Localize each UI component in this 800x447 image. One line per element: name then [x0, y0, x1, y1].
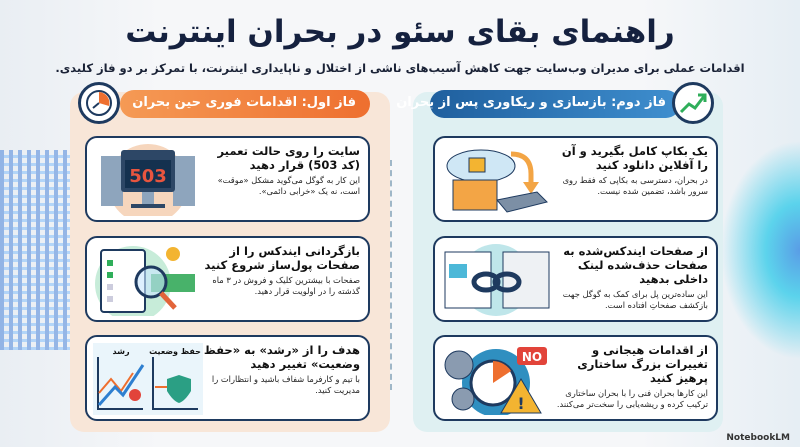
phase1-card-maintenance: 503 سایت را روی حالت تعمیر (کد 503) قرار…	[85, 136, 370, 222]
subtitle: اقدامات عملی برای مدیران وب‌سایت جهت کاه…	[55, 61, 745, 75]
watermark: NotebookLM	[726, 433, 790, 443]
card-description: این کار به گوگل می‌گوید مشکل «موقت» است،…	[217, 175, 360, 196]
phase2-header: فاز دوم: بازسازی و ریکاوری پس از بحران	[396, 90, 680, 118]
growth-chart-icon	[672, 82, 714, 124]
card-title: یک بکاپ کامل بگیرید و آن را آفلاین دانلو…	[561, 144, 708, 172]
link-icon	[441, 244, 551, 316]
card-description: با تیم و کارفرما شفاف باشید و انتظارات ر…	[211, 374, 360, 395]
card-title: از صفحات ایندکس‌شده به صفحات حذف‌شده لین…	[563, 244, 708, 286]
phase2-card-internal-links: از صفحات ایندکس‌شده به صفحات حذف‌شده لین…	[433, 236, 718, 322]
svg-text:!: !	[517, 394, 524, 413]
gears-warning-icon: NO!	[441, 343, 551, 417]
card-description: این ساده‌ترین پل برای کمک به گوگل جهت با…	[562, 289, 708, 310]
phase2-card-backup: یک بکاپ کامل بگیرید و آن را آفلاین دانلو…	[433, 136, 718, 222]
no-badge: NO	[522, 350, 542, 364]
card-title: هدف را از «رشد» به «حفظ وضعیت» تغییر دهی…	[203, 343, 360, 371]
card-title: سایت را روی حالت تعمیر (کد 503) قرار دهی…	[217, 144, 360, 172]
connector-line	[390, 160, 414, 390]
phase1-card-reindex: بازگردانی ایندکس را از صفحات پول‌ساز شرو…	[85, 236, 370, 322]
card-title: بازگردانی ایندکس را از صفحات پول‌ساز شرو…	[204, 244, 360, 272]
phase2-card-avoid-changes: NO! از اقدامات هیجانی و تغییرات بزرگ ساخ…	[433, 335, 718, 421]
card-description: این کارها بحران فنی را با بحران ساختاری …	[556, 388, 708, 409]
page-title: راهنمای بقای سئو در بحران اینترنت	[125, 14, 675, 50]
server-monitor-icon: 503	[93, 144, 203, 220]
stopwatch-icon	[78, 82, 120, 124]
card-description: صفحات با بیشترین کلیک و فروش در ۳ ماه گذ…	[212, 275, 360, 296]
growth-label: رشد	[112, 347, 129, 356]
cloud-backup-icon	[441, 144, 551, 216]
decorative-glow-right	[720, 140, 800, 360]
error-code-screen: 503	[129, 166, 167, 187]
card-title: از اقدامات هیجانی و تغییرات بزرگ ساختاری…	[577, 343, 708, 385]
charts-icon: رشد حفظ وضعیت	[93, 343, 203, 415]
maintain-label: حفظ وضعیت	[149, 347, 201, 356]
checklist-magnifier-icon	[93, 244, 203, 320]
decorative-pixels-left	[0, 150, 70, 350]
phase1-card-goal: رشد حفظ وضعیت هدف را از «رشد» به «حفظ وضع…	[85, 335, 370, 421]
phase1-header: فاز اول: اقدامات فوری حین بحران	[120, 90, 370, 118]
card-description: در بحران، دسترسی به بکاپی که فقط روی سرو…	[562, 175, 708, 196]
